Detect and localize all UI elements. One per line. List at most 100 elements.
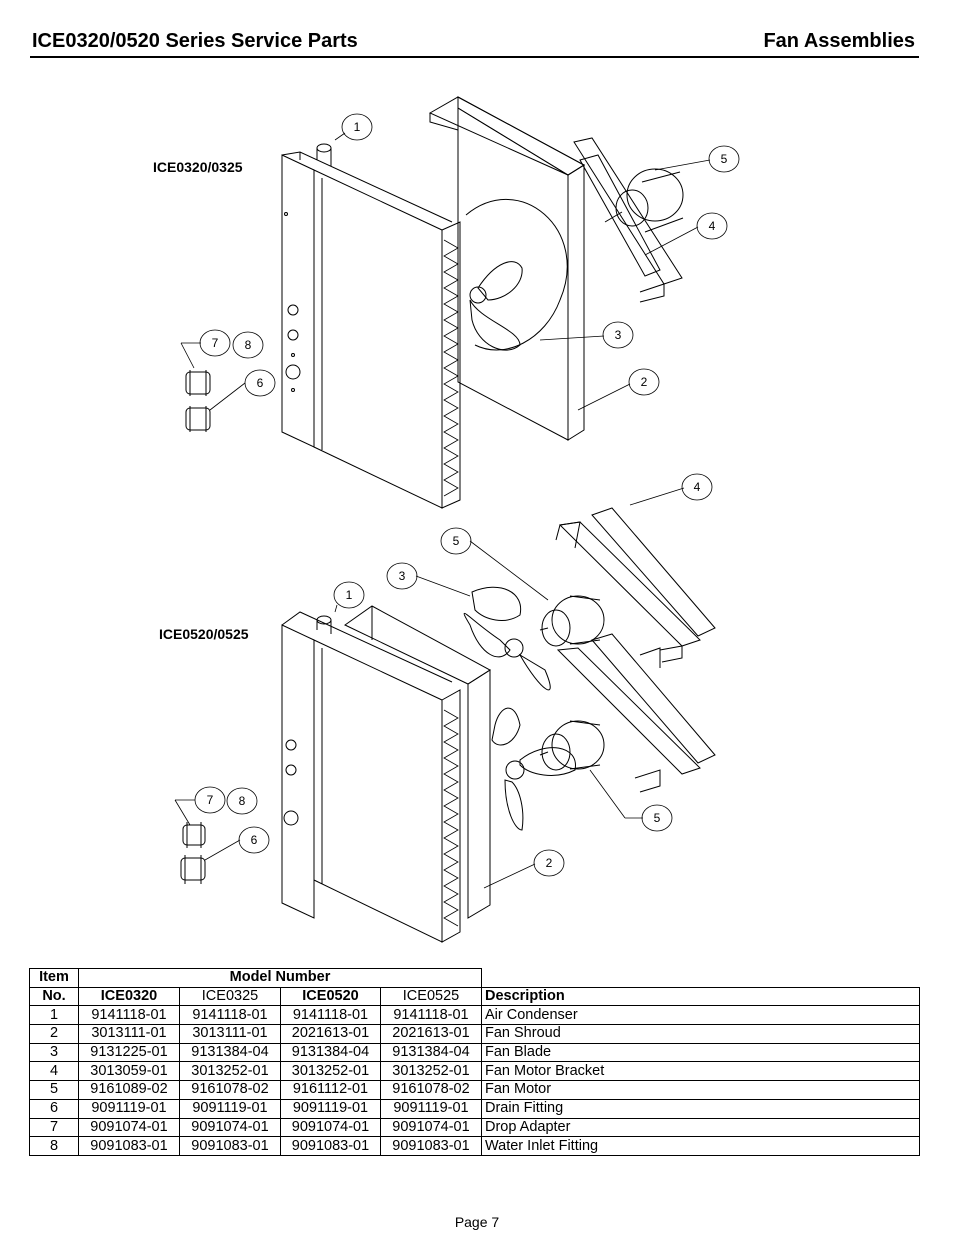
part-description: Fan Shroud [481,1024,920,1044]
bottom-callout-1-bubble [333,581,365,609]
table-row: 1 9141118-01 9141118-01 9141118-01 91411… [29,1005,920,1026]
model-ice0525-header: ICE0525 [380,986,482,1007]
table-header-row-1: Item Model Number [29,968,920,988]
item-number: 7 [29,1117,79,1138]
part-ice0320: 9141118-01 [78,1005,180,1026]
part-ice0520: 3013252-01 [280,1061,381,1082]
bottom-shroud-top [344,605,491,685]
top-diagram-label: ICE0320/0325 [153,159,243,175]
part-description: Water Inlet Fitting [481,1136,920,1156]
bottom-callout-5b: 5 [654,811,661,825]
part-description: Fan Blade [481,1042,920,1063]
top-callout-2-bubble [628,368,660,396]
bottom-callout-7: 7 [207,793,214,807]
part-ice0520: 9161112-01 [280,1080,381,1100]
table-header-row-2: No. ICE0320 ICE0325 ICE0520 ICE0525 Desc… [29,986,920,1007]
top-callout-4: 4 [709,219,716,233]
part-ice0520: 9131384-04 [280,1042,381,1063]
bottom-callout-5a: 5 [453,534,460,548]
table-row: 8 9091083-01 9091083-01 9091083-01 90910… [29,1136,920,1156]
part-ice0520: 9091119-01 [280,1098,381,1119]
part-ice0320: 9091074-01 [78,1117,180,1138]
bottom-motor-bracket-upper [555,507,716,663]
bottom-condenser-face [313,639,443,943]
table-row: 2 3013111-01 3013111-01 2021613-01 20216… [29,1024,920,1044]
item-number: 3 [29,1042,79,1063]
parts-table: Item Model Number No. ICE0320 ICE0325 IC… [29,968,920,1156]
parts-rows: 1 9141118-01 9141118-01 9141118-01 91411… [29,1005,920,1156]
description-header: Description [481,986,920,1007]
exploded-view-drawing: 1 5 4 3 2 7 8 6 4 5 3 1 7 8 6 2 5 [174,96,740,943]
model-ice0320-header: ICE0320 [78,986,180,1007]
bottom-callout-7-bubble [194,786,226,814]
part-description: Drain Fitting [481,1098,920,1119]
bottom-callout-2-bubble [533,849,565,877]
part-ice0320: 9161089-02 [78,1080,180,1100]
bottom-fan-motor-lower [539,720,605,771]
section-title: Fan Assemblies [763,30,915,52]
part-description: Fan Motor Bracket [481,1061,920,1082]
part-ice0525: 9091119-01 [380,1098,482,1119]
part-ice0325: 9091119-01 [179,1098,281,1119]
item-number: 1 [29,1005,79,1026]
top-callout-1-bubble [341,113,373,141]
top-callout-7-bubble [199,329,231,357]
bottom-callout-2: 2 [546,856,553,870]
bottom-fan-blade-lower [491,707,576,831]
item-number: 8 [29,1136,79,1156]
part-ice0520: 9091074-01 [280,1117,381,1138]
top-shroud-face [457,107,569,441]
top-condenser-side-plate [281,154,315,448]
top-callout-5-bubble [708,145,740,173]
item-number: 6 [29,1098,79,1119]
top-callout-1: 1 [354,120,361,134]
bottom-callout-4-bubble [681,473,713,501]
item-number: 2 [29,1024,79,1044]
top-assembly [185,96,684,509]
bottom-callout-5a-bubble [440,527,472,555]
part-ice0325: 9131384-04 [179,1042,281,1063]
top-fan-motor [604,168,684,233]
bottom-fan-motor-upper [539,595,605,647]
bottom-fittings [180,822,206,884]
top-callout-6: 6 [257,376,264,390]
bottom-callout-4: 4 [694,480,701,494]
top-callout-4-bubble [696,212,728,240]
bottom-callout-3-bubble [386,562,418,590]
top-fan-opening [465,198,568,351]
top-callout-7: 7 [212,336,219,350]
bottom-callout-5b-bubble [641,804,673,832]
part-ice0325: 9141118-01 [179,1005,281,1026]
top-shroud-side [567,164,585,441]
bottom-callout-6: 6 [251,833,258,847]
part-ice0325: 3013111-01 [179,1024,281,1044]
part-ice0320: 9131225-01 [78,1042,180,1063]
item-number: 4 [29,1061,79,1082]
top-callout-8: 8 [245,338,252,352]
page-header: ICE0320/0520 Series Service Parts Fan As… [30,30,919,58]
top-callout-3-bubble [602,321,634,349]
top-callout-5: 5 [721,152,728,166]
part-description: Air Condenser [481,1005,920,1026]
bottom-fan-blade-upper [463,586,551,691]
part-ice0325: 9161078-02 [179,1080,281,1100]
part-ice0525: 9161078-02 [380,1080,482,1100]
model-number-header: Model Number [78,968,482,988]
document-title: ICE0320/0520 Series Service Parts [32,30,358,52]
part-ice0520: 9091083-01 [280,1136,381,1156]
table-row: 6 9091119-01 9091119-01 9091119-01 90911… [29,1098,920,1119]
table-row: 4 3013059-01 3013252-01 3013252-01 30132… [29,1061,920,1082]
top-callout-6-bubble [244,369,276,397]
model-ice0325-header: ICE0325 [179,986,281,1007]
part-ice0320: 3013059-01 [78,1061,180,1082]
part-ice0320: 3013111-01 [78,1024,180,1044]
top-condenser-face [313,169,443,509]
part-ice0525: 2021613-01 [380,1024,482,1044]
part-ice0320: 9091083-01 [78,1136,180,1156]
part-ice0525: 9131384-04 [380,1042,482,1063]
part-ice0325: 9091083-01 [179,1136,281,1156]
top-shroud-top [428,96,585,176]
bottom-callout-3: 3 [399,569,406,583]
table-row: 7 9091074-01 9091074-01 9091074-01 90910… [29,1117,920,1138]
top-motor-bracket [573,137,683,303]
